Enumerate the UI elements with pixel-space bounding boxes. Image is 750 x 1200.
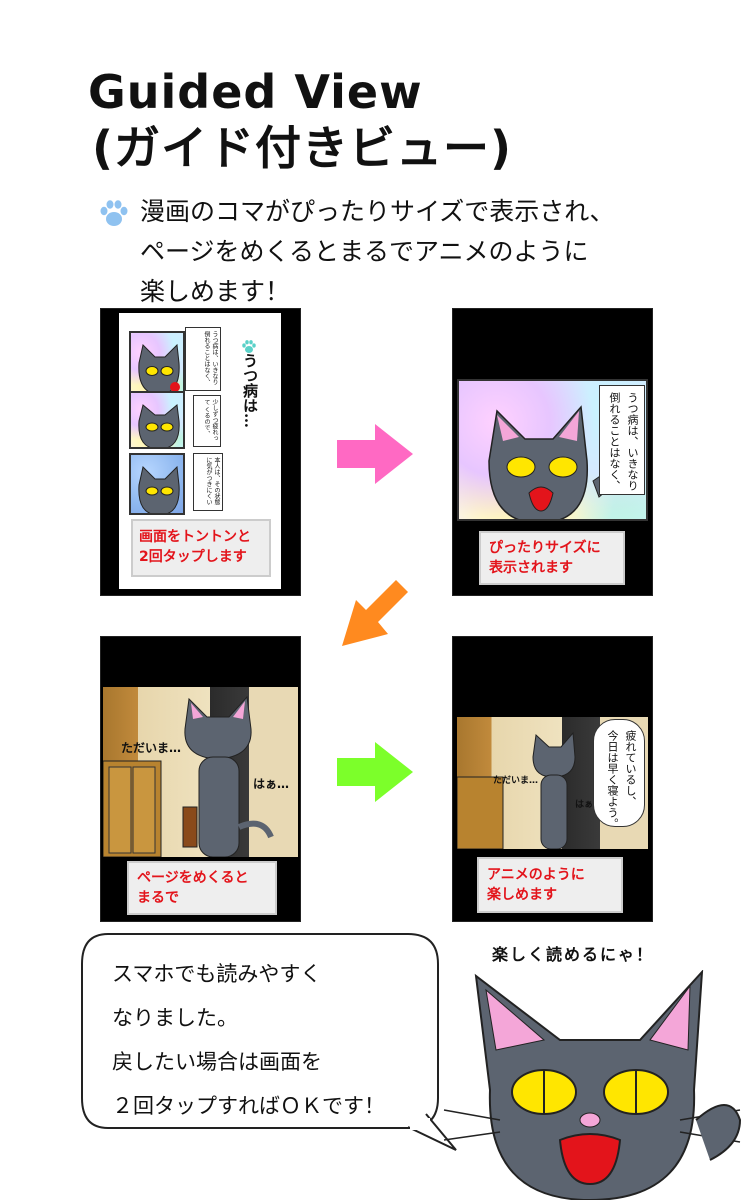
caption-line: 2回タップします	[139, 549, 247, 565]
caption-area: ページをめくると まるで	[119, 859, 282, 917]
intro-text: 漫画のコマがぴったりサイズで表示され、 ページをめくるとまるでアニメのように 楽…	[140, 192, 615, 312]
balloon-text: 少しずつ疲れって くるので、	[203, 399, 218, 441]
speech-bubble	[81, 933, 457, 1151]
screen-step1: うつ病は、いきなり倒れることはなく、 うつ病は… 少しずつ疲れって くるので、	[119, 313, 281, 589]
intro-line: ページをめくるとまるでアニメのように	[140, 237, 589, 266]
comic-panel	[129, 453, 185, 515]
arrow-right-icon	[337, 742, 413, 802]
caption-step2: ぴったりサイズに 表示されます	[479, 531, 625, 585]
speech-balloon: 少しずつ疲れって くるので、	[193, 395, 221, 447]
caption-line: 表示されます	[489, 560, 573, 576]
phone-step2: うつ病は、いきなり 倒れることはなく、 ぴったりサイズに 表示されます	[452, 308, 653, 596]
screen-step3: ただいま… はぁ…	[103, 687, 298, 857]
speech-balloon: 疲れているし、 今日は早く寝よう。	[593, 719, 645, 829]
caption-area: アニメのように 楽しめます	[471, 851, 634, 917]
caption-line: まるで	[137, 890, 179, 906]
screen-step2: うつ病は、いきなり 倒れることはなく、	[457, 379, 648, 521]
caption-step1: 画面をトントンと 2回タップします	[131, 519, 271, 577]
balloon-text: うつ病は、いきなり倒れることはなく、	[203, 331, 218, 385]
bubble-line: 戻したい場合は画面を	[112, 1050, 322, 1074]
sfx-text: ただいま…	[121, 741, 182, 755]
cat-face-icon	[138, 404, 180, 447]
phone-step4: ただいま… はぁ… 疲れているし、 今日は早く寝よう。 アニメのように 楽しめま…	[452, 636, 653, 922]
caption-step3: ページをめくると まるで	[127, 861, 277, 915]
caption-area: ぴったりサイズに 表示されます	[471, 523, 634, 591]
balloon-text: 本人は、その状態に気がつきにくい	[205, 457, 220, 505]
caption-step4: アニメのように 楽しめます	[477, 857, 623, 913]
cat-standing-icon	[103, 695, 274, 857]
comic-panel	[129, 391, 185, 449]
speech-balloon: うつ病は、いきなり倒れることはなく、	[185, 327, 221, 391]
balloon-text: 倒れることはなく、	[608, 392, 621, 491]
sfx-text: ただいま…	[493, 776, 539, 786]
bubble-line: スマホでも読みやすく	[112, 962, 322, 986]
cat-speech: 楽しく読めるにゃ！	[492, 945, 655, 964]
balloon-text: 疲れているし、	[624, 730, 637, 807]
caption-line: ぴったりサイズに	[489, 540, 601, 556]
caption-line: 画面をトントンと	[139, 529, 251, 545]
caption-line: アニメのように	[487, 867, 585, 883]
title-line1: Guided View	[88, 65, 423, 119]
vertical-title: うつ病は…	[241, 353, 259, 428]
comic-panel	[129, 331, 185, 399]
screen-step4: ただいま… はぁ… 疲れているし、 今日は早く寝よう。	[457, 717, 648, 849]
arrow-right-icon	[337, 424, 413, 484]
intro-line: 楽しめます！	[140, 277, 291, 306]
bubble-line: ２回タップすればＯＫです！	[112, 1094, 385, 1118]
balloon-text: 今日は早く寝よう。	[606, 730, 619, 829]
sfx-text: はぁ…	[575, 800, 603, 810]
cat-face-icon	[138, 465, 180, 513]
balloon-text: うつ病は、いきなり	[626, 392, 639, 491]
title-line2: (ガイド付きビュー)	[92, 121, 513, 175]
cat-mascot-icon	[443, 970, 742, 1200]
cat-standing-icon	[457, 731, 576, 849]
phone-step1: うつ病は、いきなり倒れることはなく、 うつ病は… 少しずつ疲れって くるので、	[100, 308, 301, 596]
bubble-line: なりました。	[112, 1006, 238, 1030]
speech-balloon: うつ病は、いきなり 倒れることはなく、	[599, 385, 645, 495]
phone-step3: ただいま… はぁ… ページをめくると まるで	[100, 636, 301, 922]
sfx-text: はぁ…	[253, 777, 290, 791]
intro-line: 漫画のコマがぴったりサイズで表示され、	[140, 197, 615, 226]
paw-icon	[242, 340, 256, 353]
cat-face-icon	[138, 343, 180, 396]
arrow-down-left-icon	[342, 580, 408, 646]
caption-line: 楽しめます	[487, 887, 557, 903]
page-title: Guided View (ガイド付きビュー)	[88, 64, 512, 176]
caption-line: ページをめくると	[137, 870, 249, 886]
paw-icon	[100, 200, 128, 226]
speech-balloon: 本人は、その状態に気がつきにくい	[193, 453, 223, 511]
bubble-text: スマホでも読みやすく なりました。 戻したい場合は画面を ２回タップすればＯＫで…	[112, 952, 385, 1128]
